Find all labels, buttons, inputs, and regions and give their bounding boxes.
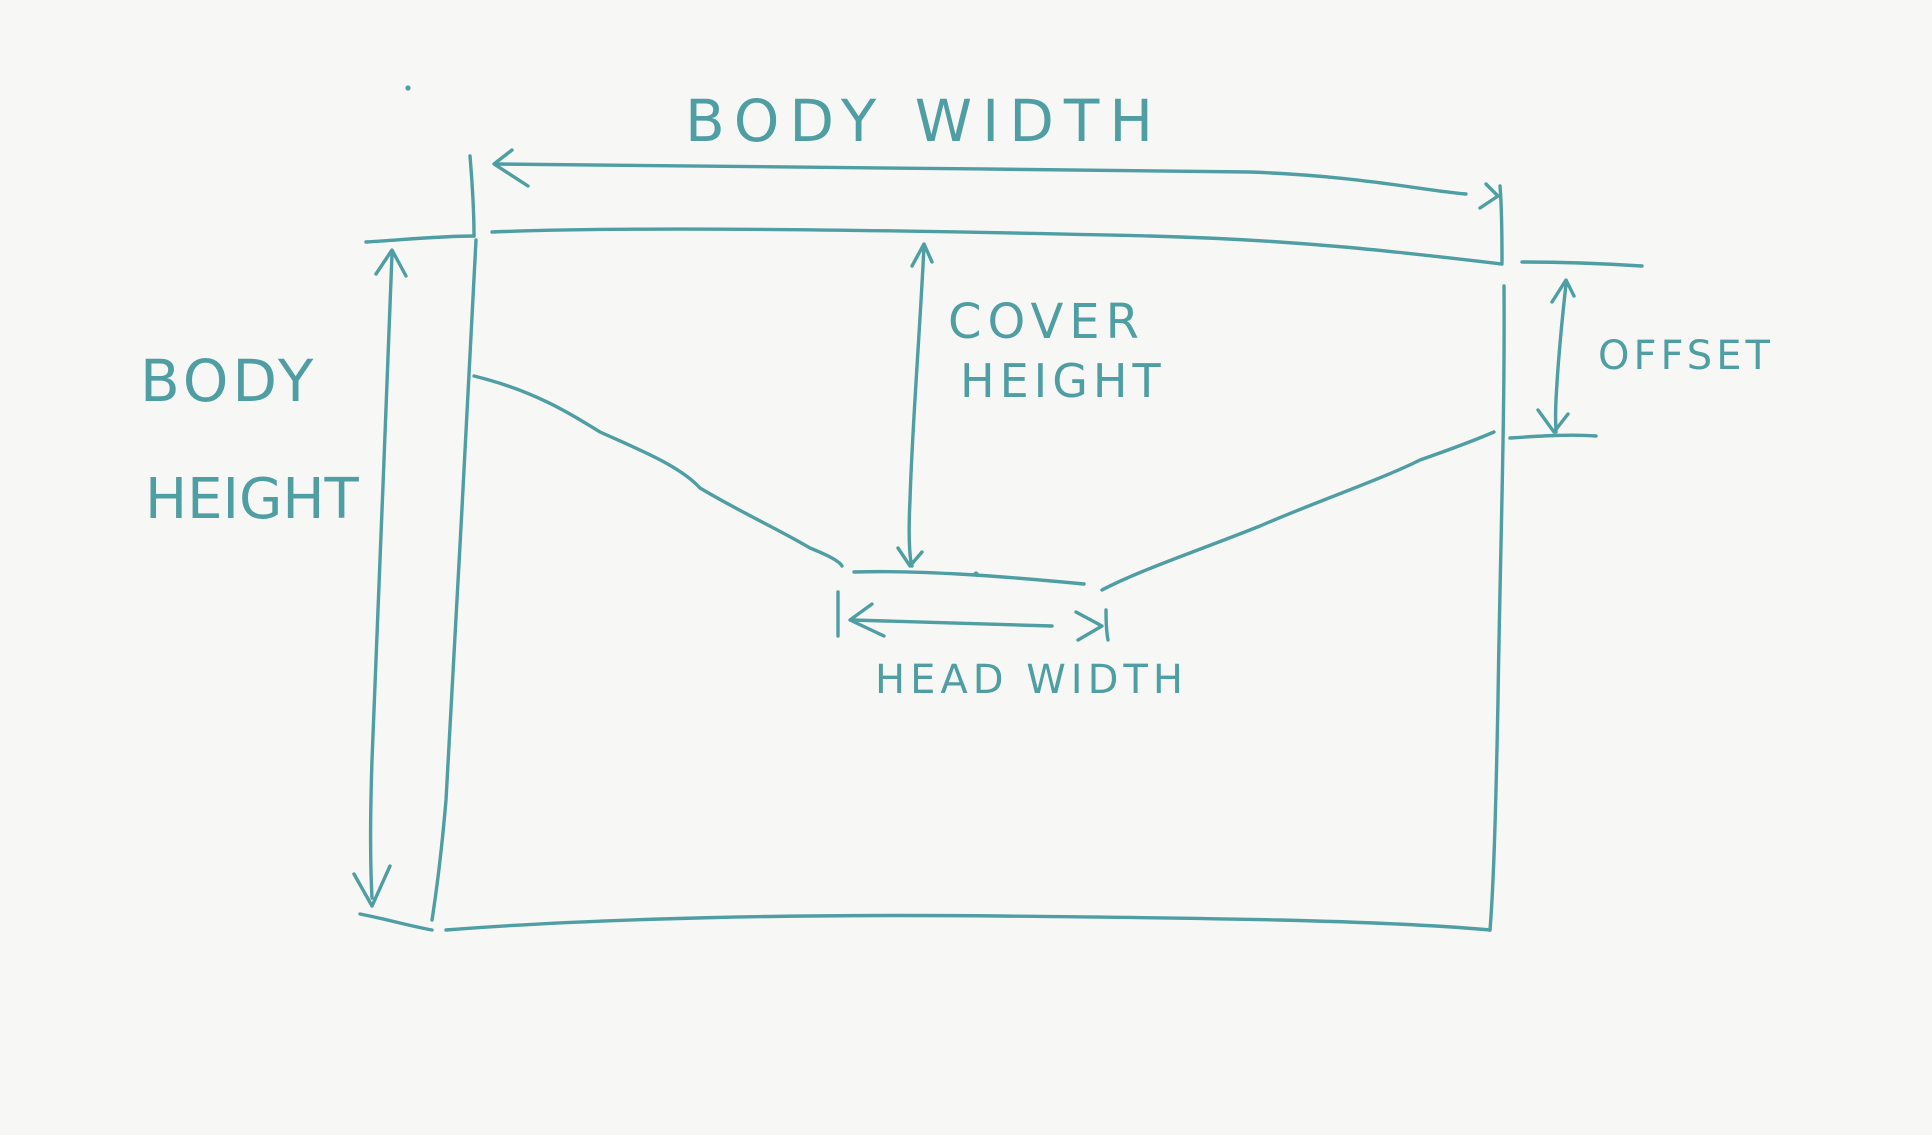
cover-right-diagonal <box>1100 430 1496 592</box>
body-width-arrowhead-left <box>492 148 530 188</box>
body-width-arrowhead-right <box>1478 182 1500 210</box>
head-width-arrowhead-right <box>1074 610 1104 642</box>
body-height-tick-top <box>364 234 476 244</box>
body-left-edge <box>430 238 478 922</box>
head-width-arrowhead-left <box>848 602 886 638</box>
body-height-label-line2: HEIGHT <box>145 467 359 532</box>
ink-strokes <box>352 85 1644 932</box>
offset-arrow-line <box>1553 282 1568 434</box>
body-height-arrowhead-top <box>374 248 408 278</box>
head-width-tick-right <box>1104 608 1110 642</box>
head-width-label: HEAD WIDTH <box>875 657 1188 703</box>
body-top-edge <box>490 227 1504 266</box>
offset-tick-bottom <box>1508 433 1598 440</box>
offset-arrowhead-top <box>1550 278 1576 304</box>
offset-label: OFFSET <box>1598 333 1774 379</box>
cover-height-label-line1: COVER <box>948 294 1145 350</box>
cover-height-arrowhead-bottom <box>896 546 924 568</box>
body-height-arrowhead-bottom <box>352 864 392 908</box>
cover-height-arrowhead-top <box>910 242 934 268</box>
body-width-arrow-line <box>494 162 1468 196</box>
body-height-tick-bottom <box>358 912 434 932</box>
body-width-tick-left <box>468 154 476 238</box>
body-bottom-edge <box>444 913 1492 932</box>
cover-height-label-line2: HEIGHT <box>960 354 1166 408</box>
head-width-arrow-line <box>850 618 1054 628</box>
stray-dot <box>405 85 411 91</box>
cover-left-diagonal <box>472 374 844 568</box>
cover-height-arrow-line <box>907 244 926 568</box>
offset-tick-top <box>1520 260 1644 268</box>
body-height-arrow-line <box>368 252 394 900</box>
head-bottom-line <box>852 569 1086 586</box>
body-width-tick-right <box>1498 184 1504 264</box>
offset-arrowhead-bottom <box>1536 408 1570 434</box>
body-width-label: BODY WIDTH <box>685 87 1163 155</box>
body-height-label-line1: BODY <box>140 347 318 415</box>
body-right-edge <box>1488 284 1506 932</box>
head-dot <box>973 571 979 577</box>
